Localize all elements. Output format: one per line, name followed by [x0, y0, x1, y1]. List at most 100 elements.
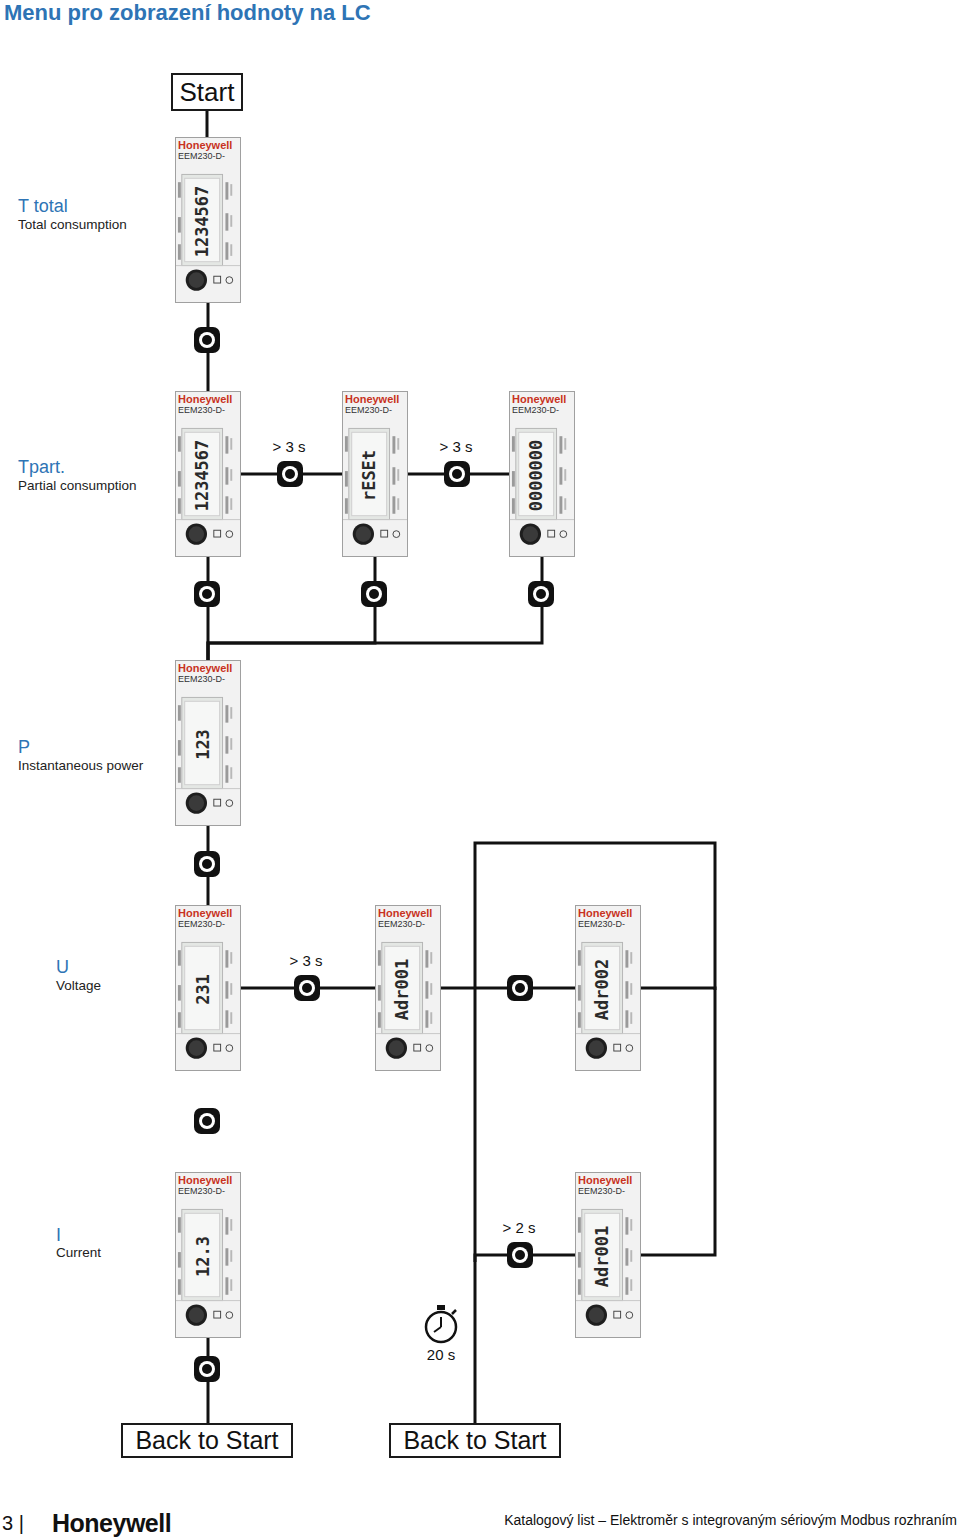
- lcd-reading: 231: [195, 974, 212, 1005]
- indicator-mark: [230, 983, 232, 995]
- timer-hand: [440, 1317, 442, 1327]
- indicator-mark: [512, 498, 515, 514]
- indicator-mark: [392, 496, 395, 513]
- timer-knob: [437, 1305, 445, 1310]
- indicator-mark: [178, 950, 181, 966]
- lcd-window: [185, 1213, 220, 1296]
- indicator-mark: [397, 438, 399, 450]
- terminal-box: Start: [171, 73, 243, 111]
- menu-connector: [208, 557, 542, 660]
- indicator-mark: [378, 950, 381, 966]
- indicator-mark: [178, 1012, 181, 1028]
- button-dot: [369, 589, 379, 599]
- model-name: EEM230-D-: [578, 1186, 625, 1196]
- led-square: [214, 1044, 221, 1051]
- button-body: [277, 461, 303, 487]
- lcd-window: [185, 946, 220, 1029]
- lcd-panel: [182, 697, 223, 788]
- indicator-mark: [178, 1279, 181, 1295]
- indicator-mark: [559, 436, 562, 453]
- lcd-panel: [182, 428, 223, 519]
- timer-face: [426, 1312, 456, 1342]
- front-button: [356, 526, 372, 542]
- led-square: [214, 799, 221, 806]
- menu-description: Partial consumption: [18, 478, 137, 494]
- model-name: EEM230-D-: [345, 405, 392, 415]
- led-dot: [226, 1045, 233, 1052]
- indicator-mark: [225, 242, 228, 259]
- indicator-mark: [230, 738, 232, 750]
- brand-name: Honeywell: [178, 907, 232, 919]
- model-name: EEM230-D-: [512, 405, 559, 415]
- led-square: [414, 1044, 421, 1051]
- indicator-mark: [230, 215, 232, 227]
- indicator-mark: [397, 498, 399, 510]
- indicator-mark: [230, 184, 232, 196]
- button-ring: [282, 466, 298, 482]
- model-name: EEM230-D-: [578, 919, 625, 929]
- button-icon: [294, 975, 320, 1001]
- indicator-mark: [625, 1248, 628, 1265]
- housing-line: [576, 1033, 640, 1034]
- meter-display: HoneywellEEM230-D-Adr001: [375, 905, 441, 1071]
- meter-display: HoneywellEEM230-D-rESEt: [342, 391, 408, 557]
- lcd-frame: Adr002: [585, 946, 621, 1032]
- button-icon: [194, 1108, 220, 1134]
- hold-time-label: > 3 s: [438, 439, 475, 456]
- indicator-mark: [230, 469, 232, 481]
- button-icon: [361, 581, 387, 607]
- indicator-mark: [425, 950, 428, 967]
- led-square: [381, 530, 388, 537]
- front-button: [189, 272, 205, 288]
- indicator-mark: [578, 1279, 581, 1295]
- indicator-mark: [225, 182, 228, 199]
- meter-display: HoneywellEEM230-D-Adr002: [575, 905, 641, 1071]
- indicator-mark: [230, 1250, 232, 1262]
- timer-hand: [434, 1327, 441, 1332]
- led-dot: [560, 531, 567, 538]
- menu-connector: [206, 111, 209, 137]
- front-button: [520, 523, 541, 544]
- led-square: [614, 1044, 621, 1051]
- button-icon: [194, 581, 220, 607]
- indicator-mark: [345, 471, 348, 487]
- indicator-mark: [392, 467, 395, 484]
- indicator-mark: [225, 736, 228, 753]
- indicator-mark: [430, 983, 432, 995]
- timer-knob: [452, 1310, 456, 1314]
- led-dot: [226, 531, 233, 538]
- button-dot: [536, 589, 546, 599]
- indicator-mark: [225, 213, 228, 230]
- indicator-mark: [230, 1279, 232, 1291]
- led-dot: [226, 800, 233, 807]
- led-dot: [426, 1045, 433, 1052]
- indicator-mark: [559, 496, 562, 513]
- page-number: 3 |: [2, 1512, 24, 1535]
- indicator-mark: [564, 498, 566, 510]
- button-body: [507, 975, 533, 1001]
- lcd-window: [185, 701, 220, 784]
- indicator-mark: [564, 438, 566, 450]
- model-name: EEM230-D-: [178, 919, 225, 929]
- lcd-frame: 231: [185, 946, 221, 1032]
- lcd-panel: [182, 1209, 223, 1300]
- brand-name: Honeywell: [378, 907, 432, 919]
- indicator-mark: [230, 1012, 232, 1024]
- indicator-mark: [178, 767, 181, 783]
- indicator-mark: [625, 950, 628, 967]
- housing-line: [176, 265, 240, 266]
- indicator-mark: [230, 498, 232, 510]
- led-square: [214, 530, 221, 537]
- front-button: [189, 526, 205, 542]
- lcd-window: [185, 432, 220, 515]
- meter-display: HoneywellEEM230-D-123: [175, 660, 241, 826]
- led-square: [614, 1311, 621, 1318]
- lcd-window: [585, 1213, 620, 1296]
- button-icon: [194, 851, 220, 877]
- terminal-box: Back to Start: [121, 1423, 293, 1458]
- indicator-mark: [578, 985, 581, 1001]
- indicator-mark: [512, 471, 515, 487]
- front-button: [189, 1307, 205, 1323]
- led-dot: [226, 277, 233, 284]
